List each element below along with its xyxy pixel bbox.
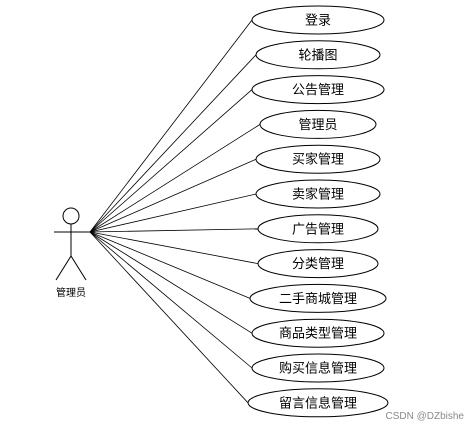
use-case: 购买信息管理 bbox=[251, 353, 385, 383]
use-case-label: 卖家管理 bbox=[292, 187, 344, 203]
use-case-label: 买家管理 bbox=[292, 152, 344, 168]
actor-left-leg bbox=[55, 255, 72, 281]
use-case-label: 广告管理 bbox=[292, 222, 344, 237]
association-line bbox=[89, 231, 251, 299]
actor-figure bbox=[54, 207, 90, 281]
use-case-label: 二手商城管理 bbox=[279, 292, 357, 307]
use-case-label: 购买信息管理 bbox=[279, 361, 357, 377]
use-case: 卖家管理 bbox=[255, 179, 381, 209]
use-case-ellipse bbox=[251, 5, 385, 35]
use-case: 留言信息管理 bbox=[247, 388, 389, 418]
use-case-ellipse bbox=[251, 353, 385, 383]
use-case-ellipse bbox=[257, 249, 379, 279]
use-case-ellipse bbox=[247, 388, 389, 418]
association-line bbox=[89, 231, 253, 334]
use-case-label: 登录 bbox=[305, 14, 331, 29]
watermark: CSDN @DZbishe bbox=[385, 411, 464, 422]
actor-right-leg bbox=[70, 255, 87, 281]
use-case: 轮播图 bbox=[255, 40, 381, 70]
association-line bbox=[89, 158, 257, 233]
use-case-label: 商品类型管理 bbox=[279, 327, 357, 342]
use-case-label: 管理员 bbox=[298, 118, 337, 133]
use-case-ellipse bbox=[255, 40, 381, 70]
use-case: 商品类型管理 bbox=[251, 318, 385, 348]
association-line bbox=[89, 231, 253, 369]
association-line bbox=[89, 193, 257, 233]
association-line bbox=[89, 54, 257, 233]
use-case-ellipse bbox=[249, 283, 387, 313]
association-line bbox=[89, 89, 253, 233]
actor-label: 管理员 bbox=[56, 286, 86, 299]
use-case-ellipse bbox=[255, 144, 381, 174]
use-case-label: 分类管理 bbox=[292, 257, 344, 272]
use-case: 买家管理 bbox=[255, 144, 381, 174]
use-case: 广告管理 bbox=[257, 214, 379, 244]
use-case: 分类管理 bbox=[257, 249, 379, 279]
use-case-label: 留言信息管理 bbox=[279, 395, 357, 411]
use-case-ellipse bbox=[259, 109, 377, 139]
association-line bbox=[89, 124, 261, 233]
use-case-ellipse bbox=[255, 179, 381, 209]
use-case: 二手商城管理 bbox=[249, 283, 387, 313]
use-case: 登录 bbox=[251, 5, 385, 35]
use-case-ellipse bbox=[257, 214, 379, 244]
association-line bbox=[89, 228, 259, 233]
association-line bbox=[89, 231, 249, 404]
use-case-ellipse bbox=[251, 318, 385, 348]
use-case-group: 登录轮播图公告管理管理员买家管理卖家管理广告管理分类管理二手商城管理商品类型管理… bbox=[247, 5, 389, 418]
association-lines bbox=[89, 19, 261, 404]
use-case-label: 公告管理 bbox=[292, 83, 344, 98]
use-case: 公告管理 bbox=[251, 75, 385, 105]
use-case-ellipse bbox=[251, 75, 385, 105]
association-line bbox=[89, 231, 259, 264]
actor-head bbox=[62, 207, 80, 225]
association-line bbox=[89, 19, 253, 233]
use-case: 管理员 bbox=[259, 109, 377, 139]
use-case-label: 轮播图 bbox=[298, 48, 337, 63]
